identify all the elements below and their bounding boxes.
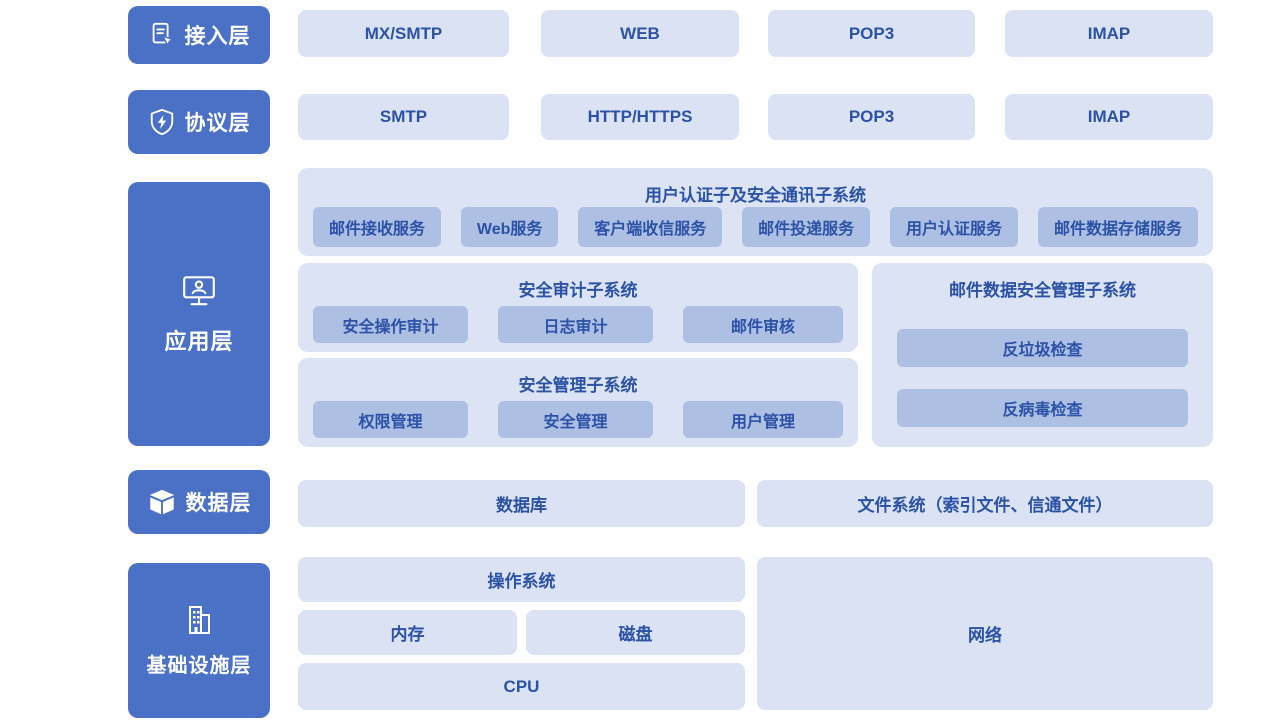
- node-web: WEB: [541, 10, 739, 57]
- node-imap-access: IMAP: [1005, 10, 1213, 57]
- service-client-receive: 客户端收信服务: [578, 207, 723, 247]
- mail-data-security-subsystem-title: 邮件数据安全管理子系统: [949, 281, 1136, 300]
- node-memory: 内存: [298, 610, 517, 655]
- security-mgmt-subsystem-panel: 安全管理子系统 权限管理 安全管理 用户管理: [298, 358, 858, 447]
- audit-service-row: 安全操作审计 日志审计 邮件审核: [313, 306, 843, 343]
- node-smtp: SMTP: [298, 94, 509, 140]
- service-log-audit: 日志审计: [498, 306, 653, 343]
- auth-comm-service-row: 邮件接收服务 Web服务 客户端收信服务 邮件投递服务 用户认证服务 邮件数据存…: [313, 207, 1198, 247]
- service-anti-virus: 反病毒检查: [897, 389, 1188, 427]
- shield-bolt-icon: [148, 108, 176, 136]
- layer-badge-infrastructure: 基础设施层: [128, 563, 270, 718]
- layer-label-infrastructure: 基础设施层: [146, 655, 252, 677]
- service-anti-spam: 反垃圾检查: [897, 329, 1188, 367]
- mgmt-service-row: 权限管理 安全管理 用户管理: [313, 401, 843, 438]
- service-mail-data-storage: 邮件数据存储服务: [1037, 207, 1198, 247]
- node-file-system: 文件系统（索引文件、信通文件）: [757, 480, 1213, 527]
- service-mail-delivery: 邮件投递服务: [742, 207, 871, 247]
- service-security-mgmt: 安全管理: [498, 401, 653, 438]
- file-touch-icon: [148, 21, 176, 49]
- node-imap-protocol: IMAP: [1005, 94, 1213, 140]
- layer-label-data: 数据层: [185, 492, 252, 515]
- service-op-audit: 安全操作审计: [313, 306, 468, 343]
- service-permission-mgmt: 权限管理: [313, 401, 468, 438]
- layer-label-protocol: 协议层: [184, 112, 251, 135]
- node-http-https: HTTP/HTTPS: [541, 94, 739, 140]
- mail-security-service-stack: 反垃圾检查 反病毒检查: [872, 329, 1213, 427]
- auth-comm-subsystem-title: 用户认证子及安全通讯子系统: [645, 186, 866, 205]
- layer-badge-access: 接入层: [128, 6, 270, 64]
- layer-label-access: 接入层: [184, 25, 251, 48]
- security-mgmt-subsystem-title: 安全管理子系统: [518, 376, 638, 395]
- monitor-icon: [180, 272, 218, 310]
- open-box-icon: [147, 487, 177, 517]
- service-mail-review: 邮件审核: [683, 306, 843, 343]
- audit-subsystem-title: 安全审计子系统: [518, 281, 638, 300]
- node-pop3-protocol: POP3: [768, 94, 975, 140]
- layer-badge-protocol: 协议层: [128, 90, 270, 154]
- layer-label-application: 应用层: [164, 329, 234, 354]
- node-os: 操作系统: [298, 557, 745, 602]
- node-disk: 磁盘: [526, 610, 745, 655]
- service-user-auth: 用户认证服务: [890, 207, 1019, 247]
- node-pop3-access: POP3: [768, 10, 975, 57]
- service-user-mgmt: 用户管理: [683, 401, 843, 438]
- service-mail-receive: 邮件接收服务: [313, 207, 442, 247]
- node-network: 网络: [757, 557, 1213, 710]
- node-cpu: CPU: [298, 663, 745, 710]
- layer-badge-data: 数据层: [128, 470, 270, 534]
- node-mx-smtp: MX/SMTP: [298, 10, 509, 57]
- building-icon: [182, 603, 216, 637]
- layer-badge-application: 应用层: [128, 182, 270, 446]
- audit-subsystem-panel: 安全审计子系统 安全操作审计 日志审计 邮件审核: [298, 263, 858, 352]
- mail-data-security-subsystem-panel: 邮件数据安全管理子系统 反垃圾检查 反病毒检查: [872, 263, 1213, 447]
- node-database: 数据库: [298, 480, 745, 527]
- service-web: Web服务: [460, 207, 559, 247]
- auth-comm-subsystem-panel: 用户认证子及安全通讯子系统 邮件接收服务 Web服务 客户端收信服务 邮件投递服…: [298, 168, 1213, 256]
